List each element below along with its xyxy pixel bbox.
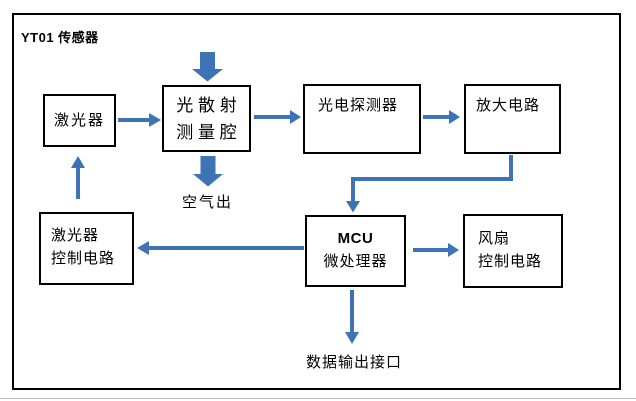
node-fan-control-circuit: 风扇 控制电路	[463, 214, 563, 288]
node-laser: 激光器	[43, 94, 116, 147]
node-fan-control-line2: 控制电路	[478, 253, 543, 270]
page-edge-line	[0, 398, 636, 399]
node-laser-control-circuit: 激光器 控制电路	[39, 212, 134, 285]
node-photodetector: 光电探测器	[303, 84, 421, 154]
node-chamber-line1: 光 散 射	[176, 95, 237, 115]
node-mcu-line1: MCU	[337, 230, 374, 247]
node-laser-control-line2: 控制电路	[51, 250, 116, 267]
node-amplifier-circuit: 放大电路	[464, 84, 561, 154]
node-mcu-microprocessor: MCU 微处理器	[305, 215, 406, 287]
diagram-title: YT01 传感器	[21, 30, 99, 45]
node-amplifier-label: 放大电路	[476, 97, 541, 114]
data-output-label: 数据输出接口	[306, 354, 403, 371]
air-out-label: 空气出	[182, 194, 234, 211]
node-laser-control-line1: 激光器	[51, 227, 100, 244]
node-fan-control-line1: 风扇	[478, 230, 511, 247]
node-light-scattering-chamber: 光 散 射 测 量 腔	[162, 85, 251, 152]
node-mcu-line2: 微处理器	[323, 253, 388, 270]
node-chamber-line2: 测 量 腔	[176, 122, 237, 142]
diagram-border-frame	[12, 13, 621, 390]
node-laser-label: 激光器	[53, 112, 105, 129]
node-photodetector-label: 光电探测器	[318, 97, 399, 114]
